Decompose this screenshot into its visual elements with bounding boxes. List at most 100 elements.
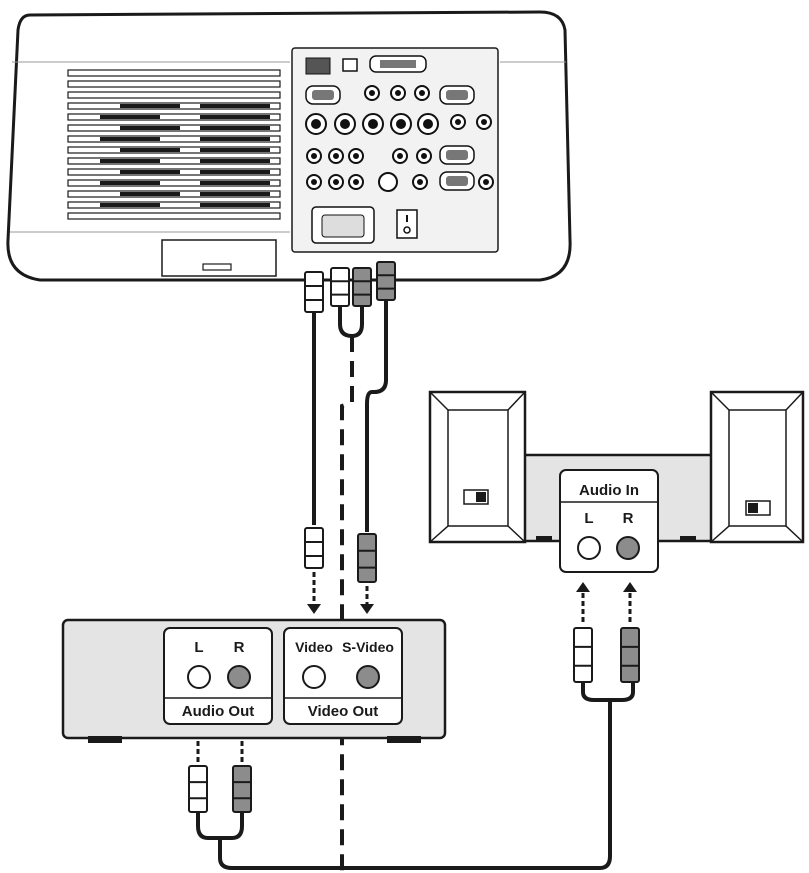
video-out-panel: Video S-Video Video Out (283, 627, 403, 725)
vent-shadow (100, 159, 160, 163)
arrow-head (623, 582, 637, 592)
rca-port-core (417, 179, 423, 185)
vent-slot (67, 80, 281, 88)
arrow-head (307, 604, 321, 614)
rca-port-core (419, 90, 425, 96)
vent-shadow (120, 170, 180, 174)
plugs (188, 261, 640, 813)
bnc-core (311, 119, 321, 129)
speaker-right-label: R (623, 510, 634, 527)
vent-slot (67, 157, 281, 165)
projector (6, 10, 572, 282)
rca-port-core (333, 153, 339, 159)
rca-port-core (481, 119, 487, 125)
cable-plug (620, 627, 640, 683)
left-speaker (428, 390, 527, 544)
video-label: Video (295, 639, 333, 655)
cable-plug (330, 267, 350, 307)
audio-out-cable (196, 812, 244, 840)
vent-shadow (100, 115, 160, 119)
vent-shadow (200, 203, 270, 207)
vent-slot (67, 69, 281, 77)
vent-shadow (200, 115, 270, 119)
rca-port-core (333, 179, 339, 185)
cable-plug (304, 271, 324, 313)
audio-out-right-jack[interactable] (227, 665, 251, 689)
vga-pins (446, 90, 468, 100)
vent-shadow (200, 137, 270, 141)
vga-pins (446, 176, 468, 186)
audio-left-label: L (194, 639, 203, 656)
vent-shadow (120, 192, 180, 196)
audio-cable-dashed (340, 336, 354, 873)
vent-shadow (100, 137, 160, 141)
arrow-head (576, 582, 590, 592)
rca-port-core (421, 153, 427, 159)
svideo-port[interactable] (378, 172, 398, 192)
power-switch[interactable] (396, 209, 418, 239)
speaker-system: Audio In L R (428, 390, 805, 573)
rca-port-core (397, 153, 403, 159)
cables (196, 300, 635, 873)
vga-pins (446, 150, 468, 160)
audio-out-left-jack[interactable] (187, 665, 211, 689)
rca-port-core (311, 153, 317, 159)
vent-shadow (200, 192, 270, 196)
svideo-label: S-Video (342, 639, 394, 655)
svideo-cable (365, 300, 388, 532)
projector-audio-cable (338, 306, 364, 339)
vent-shadow (120, 104, 180, 108)
bnc-core (368, 119, 378, 129)
audio-out-panel: L R Audio Out (163, 627, 273, 725)
vent-shadow (100, 203, 160, 207)
rca-port-core (311, 179, 317, 185)
vga-pins (312, 90, 334, 100)
source-device: L R Audio Out Video S-Video Video Out (61, 618, 447, 743)
vent-shadow (120, 148, 180, 152)
projector-foot-panel (161, 239, 277, 277)
cable-plug (376, 261, 396, 301)
right-speaker (709, 390, 805, 544)
vent-shadow (200, 170, 270, 174)
cable-plug (188, 765, 208, 813)
rca-port-core (353, 179, 359, 185)
speaker-y-cable (581, 682, 635, 702)
vent-shadow (200, 104, 270, 108)
vent-shadow (120, 126, 180, 130)
vent-shadow (200, 126, 270, 130)
speaker-audio-in-panel: Audio In L R (559, 469, 659, 573)
arrow-head (360, 604, 374, 614)
vent-slot (67, 212, 281, 220)
bnc-core (423, 119, 433, 129)
cable-plug (357, 533, 377, 583)
rca-port-core (455, 119, 461, 125)
audio-in-label: Audio In (579, 482, 639, 499)
cable-plug (352, 267, 372, 307)
vent-slot (67, 179, 281, 187)
audio-out-label: Audio Out (182, 703, 254, 720)
bnc-core (340, 119, 350, 129)
bnc-core (396, 119, 406, 129)
speaker-left-jack[interactable] (577, 536, 601, 560)
rca-port-core (483, 179, 489, 185)
vent-shadow (200, 181, 270, 185)
speaker-left-label: L (584, 510, 593, 527)
speaker-audio-cable (218, 700, 612, 870)
video-out-label: Video Out (308, 703, 379, 720)
usb-port[interactable] (342, 58, 358, 72)
vent-shadow (200, 159, 270, 163)
cable-plug (573, 627, 593, 683)
speaker-right-jack[interactable] (616, 536, 640, 560)
vent-shadow (100, 181, 160, 185)
vent-shadow (200, 148, 270, 152)
vent-slot (67, 135, 281, 143)
video-jack[interactable] (302, 665, 326, 689)
svideo-jack[interactable] (356, 665, 380, 689)
vent-slot (67, 91, 281, 99)
projector-vent-grille (67, 69, 281, 220)
rca-port-core (395, 90, 401, 96)
cable-plug (232, 765, 252, 813)
lan-port[interactable] (305, 57, 331, 75)
audio-right-label: R (234, 639, 245, 656)
